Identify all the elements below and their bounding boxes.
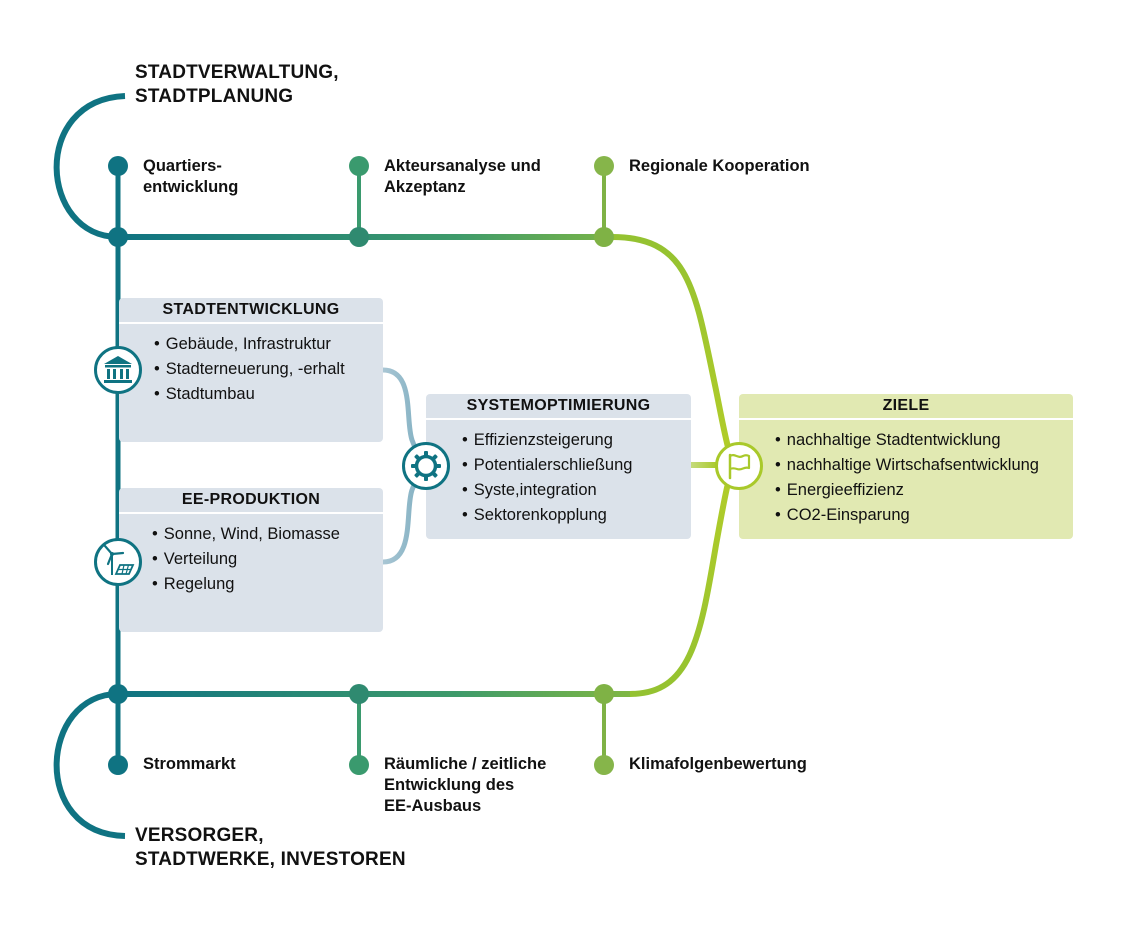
stop-label-klima: Klimafolgenbewertung: [629, 754, 807, 775]
list-item: Gebäude, Infrastruktur: [154, 332, 383, 357]
station-dot-akteur: [349, 156, 369, 176]
bottom-group-line2: STADTWERKE, INVESTOREN: [135, 849, 406, 870]
stop-label-strommarkt: Strommarkt: [143, 754, 236, 775]
junction-dot-4: [108, 684, 128, 704]
junction-dot-3: [594, 227, 614, 247]
stop-label-klima-line1: Klimafolgenbewertung: [629, 755, 807, 773]
ziele-box: ZIELE nachhaltige Stadtentwicklung nachh…: [739, 394, 1073, 539]
top-group-line1: STADTVERWALTUNG,: [135, 62, 339, 83]
list-item: nachhaltige Stadtentwicklung: [775, 428, 1073, 453]
list-item: CO2-Einsparung: [775, 503, 1073, 528]
top-group-line2: STADTPLANUNG: [135, 86, 294, 107]
building-icon: [94, 346, 142, 394]
stop-label-raeumlich: Räumliche / zeitliche Entwicklung des EE…: [384, 754, 546, 817]
stop-label-quartier-line2: entwicklung: [143, 178, 239, 196]
stop-label-regional: Regionale Kooperation: [629, 156, 810, 177]
ziele-title: ZIELE: [739, 394, 1073, 420]
stop-label-quartier: Quartiers- entwicklung: [143, 156, 238, 198]
top-group-label: STADTVERWALTUNG, STADTPLANUNG: [135, 61, 339, 109]
list-item: Sonne, Wind, Biomasse: [152, 522, 383, 547]
stadtentwicklung-list: Gebäude, Infrastruktur Stadterneuerung, …: [119, 324, 383, 407]
station-dot-regional: [594, 156, 614, 176]
list-item: Syste,integration: [462, 478, 691, 503]
stop-label-akteur-line1: Akteursanalyse und: [384, 157, 541, 175]
list-item: Verteilung: [152, 547, 383, 572]
ee-produktion-title: EE-PRODUKTION: [119, 488, 383, 514]
ee-produktion-list: Sonne, Wind, Biomasse Verteilung Regelun…: [119, 514, 383, 597]
bottom-group-line1: VERSORGER,: [135, 825, 264, 846]
junction-dot-1: [108, 227, 128, 247]
station-dot-strommarkt: [108, 755, 128, 775]
ee-produktion-box: EE-PRODUKTION Sonne, Wind, Biomasse Vert…: [119, 488, 383, 632]
list-item: Sektorenkopplung: [462, 503, 691, 528]
list-item: nachhaltige Wirtschafsentwicklung: [775, 453, 1073, 478]
stadtentwicklung-title: STADTENTWICKLUNG: [119, 298, 383, 324]
junction-dot-6: [594, 684, 614, 704]
list-item: Stadterneuerung, -erhalt: [154, 357, 383, 382]
stop-label-regional-line1: Regionale Kooperation: [629, 157, 810, 175]
list-item: Energieeffizienz: [775, 478, 1073, 503]
flag-icon: [715, 442, 763, 490]
list-item: Stadtumbau: [154, 382, 383, 407]
list-item: Effizienzsteigerung: [462, 428, 691, 453]
systemoptimierung-title: SYSTEMOPTIMIERUNG: [426, 394, 691, 420]
stop-label-raeumlich-line2: Entwicklung des: [384, 776, 515, 794]
top-arc-line: [53, 93, 126, 240]
systemoptimierung-list: Effizienzsteigerung Potentialerschließun…: [426, 420, 691, 528]
list-item: Regelung: [152, 572, 383, 597]
gear-icon: [402, 442, 450, 490]
ziele-list: nachhaltige Stadtentwicklung nachhaltige…: [739, 420, 1073, 528]
station-dot-klima: [594, 755, 614, 775]
stop-label-quartier-line1: Quartiers-: [143, 157, 222, 175]
stop-label-akteur-line2: Akzeptanz: [384, 178, 466, 196]
bottom-group-label: VERSORGER, STADTWERKE, INVESTOREN: [135, 824, 406, 872]
stop-label-akteur: Akteursanalyse und Akzeptanz: [384, 156, 541, 198]
stop-label-raeumlich-line3: EE-Ausbaus: [384, 797, 482, 815]
systemoptimierung-box: SYSTEMOPTIMIERUNG Effizienzsteigerung Po…: [426, 394, 691, 539]
bottom-arc-line: [53, 691, 126, 839]
wind-solar-icon: [94, 538, 142, 586]
station-dot-quartier: [108, 156, 128, 176]
junction-dot-5: [349, 684, 369, 704]
stop-label-raeumlich-line1: Räumliche / zeitliche: [384, 755, 547, 773]
station-dot-raeumlich: [349, 755, 369, 775]
stadtentwicklung-box: STADTENTWICKLUNG Gebäude, Infrastruktur …: [119, 298, 383, 442]
junction-dot-2: [349, 227, 369, 247]
list-item: Potentialerschließung: [462, 453, 691, 478]
stop-label-strommarkt-line1: Strommarkt: [143, 755, 236, 773]
